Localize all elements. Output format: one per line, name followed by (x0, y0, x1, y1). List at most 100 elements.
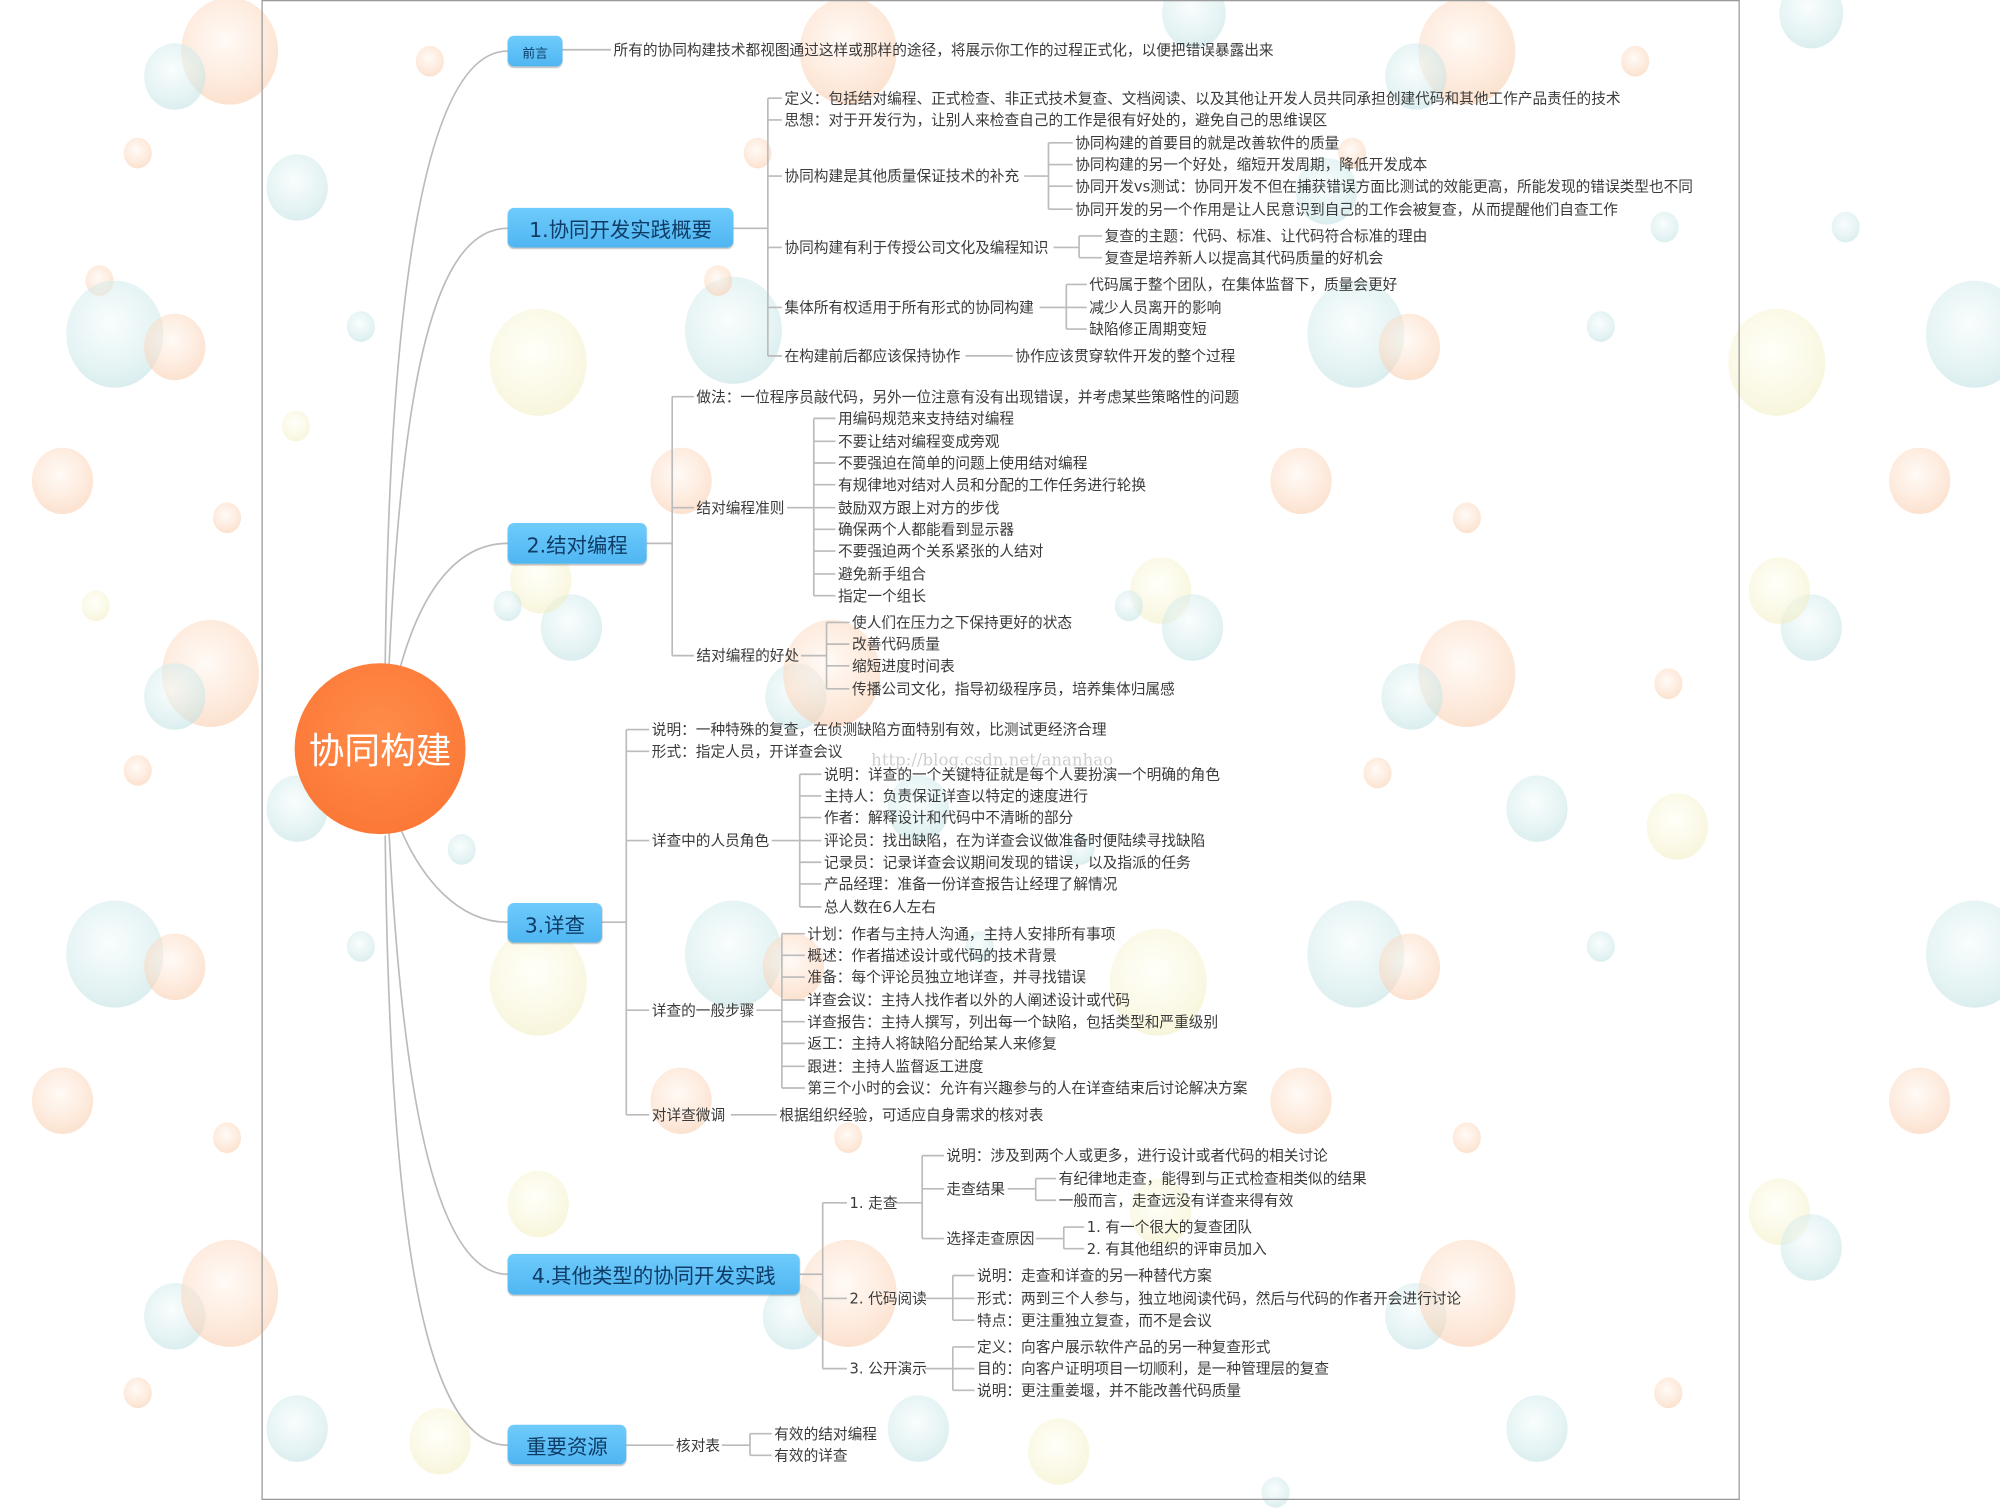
bubble-decoration (799, 1240, 897, 1347)
bubble-decoration (1378, 933, 1441, 1001)
bubble-decoration (31, 1067, 94, 1135)
bubble-decoration (650, 447, 712, 515)
list-item: 减少人员离开的影响 (1089, 298, 1222, 317)
bracket-connector (801, 621, 850, 690)
mindmap-frame (261, 0, 1740, 1500)
list-item: 协同构建的另一个好处，缩短开发周期，降低开发成本 (1075, 155, 1428, 174)
branch-curve (384, 50, 508, 666)
bubble-decoration (1650, 211, 1679, 243)
list-item: 评论员：找出缺陷，在为详查会议做准备时便陆续寻找缺陷 (823, 831, 1206, 850)
topic-preface[interactable]: 前言 (507, 35, 563, 67)
bracket-connector (646, 395, 694, 657)
bubble-decoration (213, 1122, 242, 1154)
list-item: 说明：更注重姜堰，并不能改善代码质量 (977, 1381, 1242, 1400)
list-item: 概述：作者描述设计或代码的技术背景 (807, 946, 1057, 965)
central-topic[interactable]: 协同构建 (294, 663, 466, 835)
list-item: 根据组织经验，可适应自身需求的核对表 (779, 1105, 1044, 1124)
list-item: 说明：详查的一个关键特征就是每个人要扮演一个明确的角色 (823, 765, 1221, 784)
bracket-connector (602, 728, 650, 1116)
bubble-decoration (144, 662, 206, 731)
bubble-decoration (965, 930, 994, 962)
list-item: 指定一个组长 (838, 586, 927, 605)
inspection-roles: 详查中的人员角色 (651, 831, 770, 850)
topic-inspection[interactable]: 3.详查 (507, 903, 603, 943)
list-item: 确保两个人都能看到显示器 (838, 520, 1015, 539)
list-item: 返工：主持人将缺陷分配给某人来修复 (807, 1034, 1057, 1053)
list-item: 有规律地对结对人员和分配的工作任务进行轮换 (838, 475, 1147, 494)
list-item: 传播公司文化，指导初级程序员，培养集体归属感 (852, 679, 1175, 698)
list-item: 定义：向客户展示软件产品的另一种复查形式 (977, 1338, 1271, 1356)
branch-curve (384, 835, 508, 1446)
topic-other-practices[interactable]: 4.其他类型的协同开发实践 (507, 1253, 800, 1295)
bubble-decoration (1130, 1178, 1192, 1246)
bracket-connector (1007, 1177, 1057, 1202)
topic-pair-programming[interactable]: 2.结对编程 (507, 522, 647, 564)
bracket-connector (786, 417, 836, 597)
list-item: 协同开发的另一个作用是让人民意识到自己的工作会被复查，从而提醒他们自查工作 (1075, 200, 1618, 219)
bubble-decoration (123, 754, 152, 786)
bubble-decoration (489, 928, 587, 1036)
bubble-decoration (1831, 211, 1860, 243)
inspection-steps: 详查的一般步骤 (651, 1001, 755, 1020)
code-reading-label: 2. 代码阅读 (849, 1289, 927, 1308)
bubble-decoration (887, 774, 949, 843)
bubble-decoration (762, 933, 824, 1001)
list-item: 1. 有一个很大的复查团队 (1086, 1218, 1253, 1236)
bubble-decoration (1114, 590, 1143, 622)
list-item: 特点：更注重独立复查，而不是会议 (977, 1311, 1212, 1330)
bubble-decoration (1270, 1067, 1332, 1135)
bubble-decoration (1506, 1394, 1568, 1463)
bubble-decoration (887, 1394, 949, 1463)
list-item: 准备：每个评论员独立地详查，并寻找错误 (807, 968, 1087, 986)
bubble-decoration (650, 1067, 712, 1135)
walkthrough-results: 走查结果 (946, 1179, 1006, 1198)
bubble-decoration (1418, 1240, 1516, 1347)
bubble-decoration (1295, 157, 1358, 225)
overview-idea: 思想：对于开发行为，让别人来检查自己的工作是很有好处的，避免自己的思维误区 (784, 110, 1328, 129)
pair-guidelines: 结对编程准则 (696, 498, 785, 517)
list-item: 目的：向客户证明项目一切顺利，是一种管理层的复查 (977, 1359, 1330, 1378)
walkthrough-description: 说明：涉及到两个人或更多，进行设计或者代码的相关讨论 (946, 1146, 1328, 1165)
bubble-decoration (489, 308, 587, 416)
bracket-connector (1035, 1226, 1085, 1250)
list-item: 不要强迫两个关系紧张的人结对 (838, 542, 1044, 560)
bracket-connector (799, 1201, 847, 1370)
bubble-decoration (1926, 280, 2000, 388)
list-item: 避免新手组合 (838, 565, 927, 583)
list-item: 记录员：记录详查会议期间发现的错误，以及指派的任务 (823, 853, 1191, 872)
branch-curve (388, 831, 508, 1276)
bubble-decoration (346, 311, 375, 342)
list-item: 协同构建的首要目的就是改善软件的质量 (1075, 133, 1340, 152)
list-item: 有纪律地走查，能得到与正式检查相类似的结果 (1058, 1169, 1367, 1188)
list-item: 不要强迫在简单的问题上使用结对编程 (838, 454, 1088, 472)
list-item: 代码属于整个团队，在集体监督下，质量会更好 (1089, 275, 1398, 294)
bubble-decoration (783, 620, 881, 727)
topic-resources[interactable]: 重要资源 (507, 1424, 627, 1465)
bubble-decoration (123, 1377, 152, 1409)
bracket-connector (733, 97, 782, 357)
topic-overview[interactable]: 1.协同开发实践概要 (507, 207, 734, 248)
bubble-decoration (1385, 42, 1447, 111)
overview-collab: 在构建前后都应该保持协作 (784, 346, 961, 365)
bubble-decoration (1646, 792, 1708, 861)
list-item: 产品经理：准备一份详查报告让经理了解情况 (823, 874, 1118, 893)
bubble-decoration (1506, 774, 1568, 843)
bubble-decoration (1654, 1377, 1683, 1409)
bracket-connector (895, 1154, 944, 1240)
bubble-decoration (1161, 593, 1224, 662)
bubble-decoration (1109, 928, 1207, 1036)
bubble-decoration (684, 277, 782, 384)
pair-benefits: 结对编程的好处 (696, 646, 800, 665)
bracket-connector (1024, 142, 1073, 211)
demo-label: 3. 公开演示 (849, 1359, 927, 1378)
bubble-decoration (1586, 311, 1615, 342)
bracket-connector (924, 1346, 975, 1392)
walkthrough-label: 1. 走查 (849, 1193, 898, 1212)
bracket-connector (924, 1274, 975, 1321)
bubble-decoration (834, 1122, 863, 1154)
bubble-decoration (1654, 668, 1683, 700)
bubble-decoration (144, 313, 206, 381)
bubble-decoration (1926, 900, 2000, 1008)
pair-method: 做法：一位程序员敲代码，另外一位注意有没有出现错误，并考虑某些策略性的问题 (696, 387, 1240, 406)
